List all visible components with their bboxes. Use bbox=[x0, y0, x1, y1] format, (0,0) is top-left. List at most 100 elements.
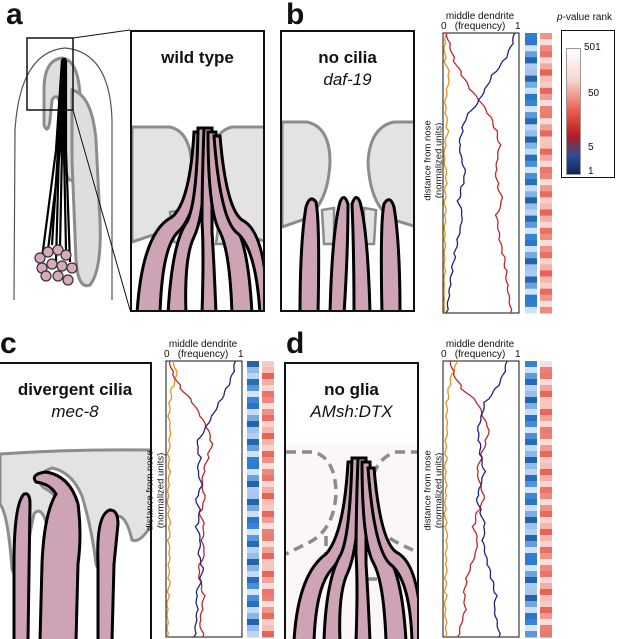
pvalue-cell bbox=[540, 487, 552, 494]
pvalue-cell bbox=[540, 445, 552, 452]
pvalue-cell bbox=[247, 415, 259, 422]
no-cilia-box: no cilia daf-19 bbox=[280, 30, 415, 312]
pvalue-cell bbox=[540, 463, 552, 470]
pvalue-cell bbox=[247, 565, 259, 572]
pvalue-cell bbox=[525, 619, 537, 626]
pvalue-cell bbox=[540, 160, 552, 168]
pvalue-cell bbox=[262, 553, 274, 560]
pvalue-cell bbox=[525, 541, 537, 548]
plot-d-xmax: 1 bbox=[515, 349, 521, 360]
pvalue-cell bbox=[247, 595, 259, 602]
pvalue-cell bbox=[540, 39, 552, 46]
pvalue-cell bbox=[540, 433, 552, 440]
pvalue-cell bbox=[525, 179, 537, 186]
blue-line bbox=[445, 32, 516, 314]
pvalue-cell bbox=[525, 475, 537, 482]
plot-b-top-label: middle dendrite bbox=[445, 11, 515, 22]
no-glia-illustration bbox=[286, 444, 417, 639]
pvalue-cell bbox=[247, 493, 259, 500]
pvalue-cell bbox=[525, 215, 537, 223]
pvalue-cell bbox=[247, 463, 259, 470]
pvalue-cell bbox=[525, 264, 537, 271]
pvalue-cell bbox=[525, 221, 537, 229]
pvalue-cell bbox=[262, 547, 274, 554]
pvalue-cell bbox=[247, 409, 259, 416]
pvalue-cell bbox=[262, 499, 274, 506]
pvalue-cell bbox=[247, 625, 259, 632]
pvalue-cell bbox=[540, 421, 552, 428]
pvalue-cell bbox=[525, 233, 537, 241]
pvalue-cell bbox=[247, 403, 259, 410]
pvalue-cell bbox=[540, 601, 552, 608]
pvalue-cell bbox=[525, 469, 537, 476]
pvalue-cell bbox=[262, 469, 274, 476]
pvalue-cell bbox=[525, 118, 537, 125]
pvalue-cell bbox=[540, 221, 552, 229]
pvalue-cell bbox=[525, 631, 537, 638]
orange-line bbox=[166, 360, 178, 638]
pvalue-cell bbox=[525, 571, 537, 578]
pvalue-cell bbox=[262, 475, 274, 482]
pvalue-cell bbox=[540, 367, 552, 374]
plot-c-ylabel-2: (normalized units) bbox=[155, 452, 167, 529]
pvalue-cell bbox=[247, 445, 259, 452]
pvalue-cell bbox=[525, 87, 537, 95]
pvalue-cell bbox=[540, 385, 552, 392]
pvalue-cell bbox=[247, 397, 259, 404]
pvalue-cell bbox=[525, 294, 537, 302]
legend-tick-5: 5 bbox=[588, 142, 594, 153]
pvalue-cell bbox=[525, 81, 537, 89]
pvalue-cell bbox=[525, 136, 537, 144]
pvalue-cell bbox=[540, 493, 552, 500]
pvalue-cell bbox=[262, 451, 274, 458]
pvalue-cell bbox=[247, 505, 259, 512]
pvalue-cell bbox=[525, 589, 537, 596]
plot-c-top-label: middle dendrite bbox=[168, 339, 238, 350]
pvalue-cell bbox=[540, 409, 552, 416]
pvalue-cell bbox=[540, 148, 552, 156]
pvalue-cell bbox=[262, 559, 274, 566]
pvalue-cell bbox=[540, 294, 552, 302]
pvalue-cell bbox=[247, 385, 259, 392]
pvalue-cell bbox=[540, 173, 552, 180]
pvalue-cell bbox=[525, 517, 537, 524]
pvalue-cell bbox=[247, 541, 259, 548]
pvalue-cell bbox=[262, 379, 274, 386]
pvalue-cell bbox=[540, 373, 552, 380]
orange-line bbox=[443, 32, 450, 314]
pvalue-cell bbox=[540, 607, 552, 614]
pvalue-cell bbox=[540, 215, 552, 223]
pvalue-cell bbox=[540, 197, 552, 204]
pvalue-cell bbox=[525, 45, 537, 52]
legend-tick-501: 501 bbox=[584, 42, 601, 53]
pvalue-cell bbox=[262, 619, 274, 626]
plot-frame bbox=[442, 360, 520, 638]
pvalue-cell bbox=[525, 625, 537, 632]
pvalue-cell bbox=[525, 439, 537, 446]
pvalue-cell bbox=[540, 553, 552, 560]
pvalue-cell bbox=[247, 607, 259, 614]
pvalue-cell bbox=[262, 427, 274, 434]
pvalue-cell bbox=[247, 619, 259, 626]
pvalue-cell bbox=[525, 166, 537, 174]
pvalue-cell bbox=[247, 577, 259, 584]
pvalue-cell bbox=[540, 475, 552, 482]
pvalue-cell bbox=[540, 166, 552, 174]
pvalue-cell bbox=[540, 505, 552, 512]
pvalue-cell bbox=[247, 583, 259, 590]
pvalue-cell bbox=[525, 457, 537, 464]
pvalue-cell bbox=[540, 258, 552, 265]
pvalue-cell bbox=[262, 601, 274, 608]
plot-frame bbox=[165, 360, 243, 638]
pvalue-cell bbox=[247, 373, 259, 380]
plot-c-pvalue-strips bbox=[247, 361, 274, 638]
pvalue-cell bbox=[540, 179, 552, 186]
pvalue-cell bbox=[540, 415, 552, 422]
pvalue-cell bbox=[525, 154, 537, 162]
pvalue-cell bbox=[540, 481, 552, 488]
pvalue-cell bbox=[525, 499, 537, 506]
pvalue-cell bbox=[262, 439, 274, 446]
pvalue-cell bbox=[540, 112, 552, 119]
pvalue-cell bbox=[525, 385, 537, 392]
pvalue-cell bbox=[525, 252, 537, 259]
